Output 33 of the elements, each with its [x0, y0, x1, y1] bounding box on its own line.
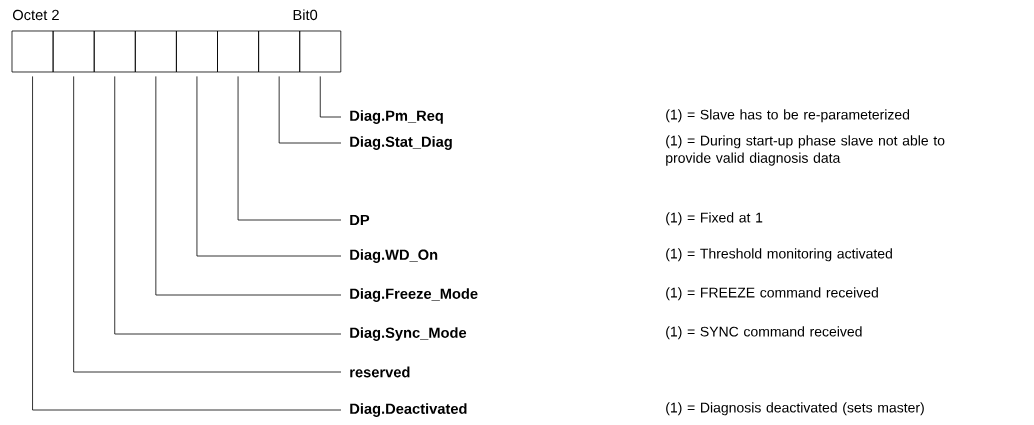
bit-cell — [93, 30, 136, 73]
field-name: Diag.Deactivated — [350, 403, 467, 417]
field-name: Diag.Freeze_Mode — [350, 288, 478, 302]
octet-label: Octet 2 — [12, 9, 59, 21]
field-name: DP — [350, 214, 370, 226]
connector-line — [196, 76, 342, 257]
field-description: (1) = SYNC command received — [666, 326, 862, 340]
connector-line — [114, 76, 342, 335]
bit-cell — [11, 30, 54, 73]
field-description: (1) = Threshold monitoring activated — [666, 248, 892, 262]
connector-line — [73, 76, 342, 373]
bit-label: Bit0 — [293, 9, 318, 21]
bit-cell — [217, 30, 259, 73]
field-name: Diag.Sync_Mode — [350, 327, 467, 341]
field-description: (1) = Slave has to be re-parameterized — [666, 109, 910, 123]
connector-line — [155, 76, 342, 296]
bit-cell — [299, 30, 342, 73]
field-description: (1) = FREEZE command received — [666, 287, 878, 301]
connector-line — [278, 76, 342, 144]
field-name: Diag.Stat_Diag — [350, 136, 452, 150]
bit-cell — [176, 30, 218, 73]
field-name: Diag.WD_On — [350, 249, 438, 263]
field-name: Diag.Pm_Req — [350, 110, 443, 124]
field-description: (1) = Fixed at 1 — [666, 212, 763, 226]
bit-cell — [52, 30, 95, 73]
field-name: reserved — [350, 366, 410, 378]
bit-cell — [134, 30, 177, 73]
connector-line — [32, 76, 342, 411]
connector-line — [319, 76, 342, 118]
bit-cell — [258, 30, 301, 73]
field-description: (1) = Diagnosis deactivated (sets master) — [666, 402, 924, 416]
field-description: (1) = During start-up phase slave not able to provide valid diagnosis data — [666, 135, 945, 166]
connector-line — [237, 76, 342, 221]
